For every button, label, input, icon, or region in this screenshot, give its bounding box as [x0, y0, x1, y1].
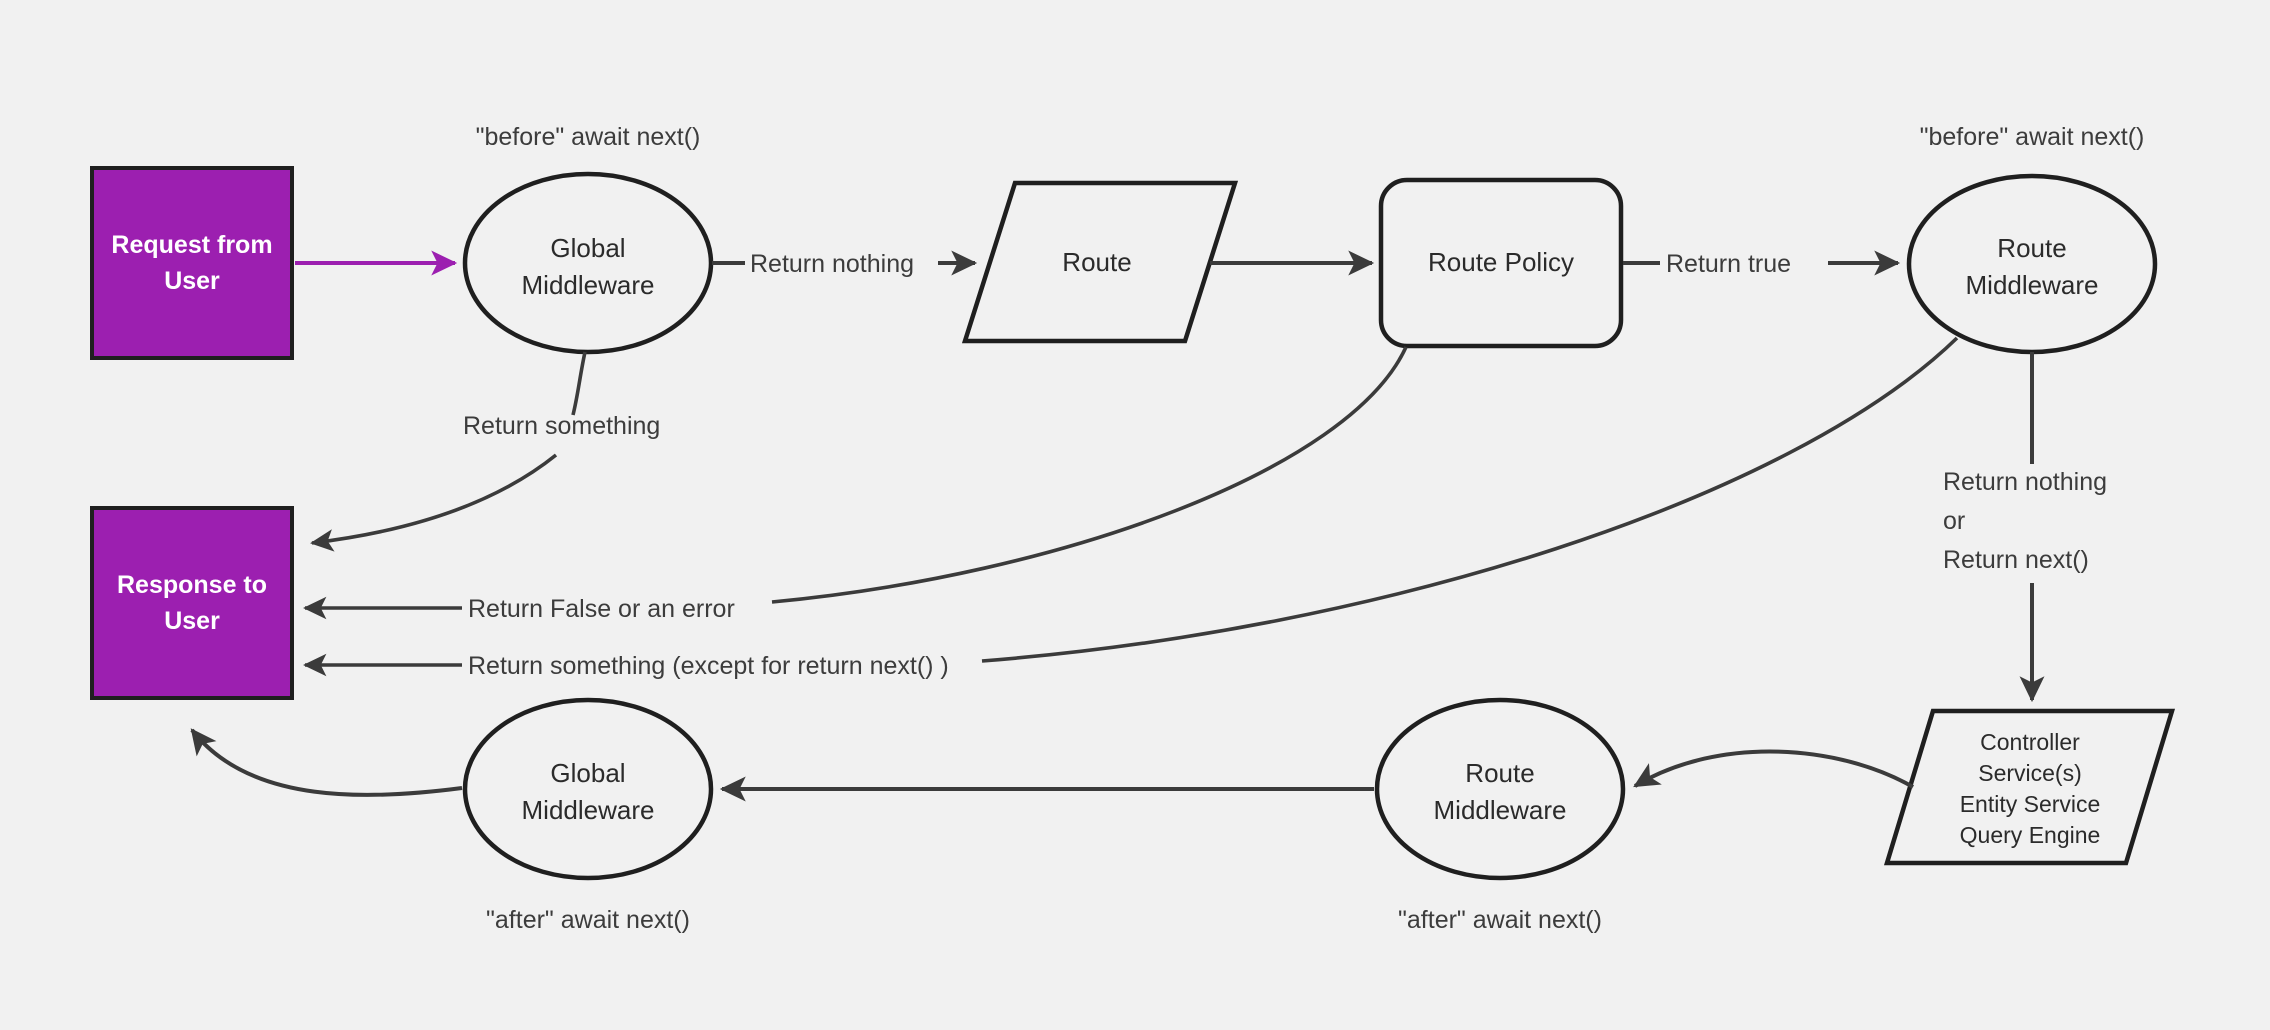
route-middleware-top-label-line2: Middleware	[1966, 270, 2099, 300]
node-route-middleware-top[interactable]	[1906, 173, 2158, 355]
global-middleware-bottom-label-line1: Global	[550, 758, 625, 788]
controller-label-line4: Query Engine	[1960, 822, 2101, 848]
edge-label-return-nothing: Return nothing	[750, 250, 914, 278]
response-label-line1: Response to	[116, 570, 268, 599]
edge-global-middleware-to-response-upper	[571, 351, 587, 416]
route-policy-label: Route Policy	[1428, 247, 1574, 277]
edge-label-or: or	[1943, 507, 1965, 535]
controller-label-line1: Controller	[1980, 729, 2080, 755]
edge-controller-to-route-middleware-bottom	[1633, 749, 1914, 789]
edge-label-return-nothing-2: Return nothing	[1943, 468, 2107, 496]
node-route-policy[interactable]	[1378, 177, 1624, 349]
edge-label-return-false-or-error: Return False or an error	[468, 595, 735, 623]
edge-global-middleware-bottom-to-response	[190, 728, 463, 797]
edge-label-return-next: Return next()	[1943, 546, 2089, 574]
request-label-line1: Request from	[111, 230, 273, 259]
edge-label-return-something-except-next: Return something (except for return next…	[468, 652, 949, 680]
request-label-line2: User	[164, 267, 220, 295]
route-middleware-bottom-label-line1: Route	[1465, 758, 1534, 788]
node-route-middleware-bottom[interactable]	[1374, 697, 1626, 881]
edge-route-policy-to-response-curve	[771, 346, 1408, 604]
node-controller-services[interactable]	[1883, 708, 2176, 866]
route-label: Route	[1062, 247, 1131, 277]
controller-label-line3: Entity Service	[1960, 791, 2101, 817]
node-request-from-user[interactable]: Request from User	[90, 166, 294, 360]
controller-label-line2: Service(s)	[1978, 760, 2082, 786]
node-global-middleware-bottom[interactable]	[462, 697, 714, 881]
global-middleware-bottom-caption: "after" await next()	[486, 906, 690, 934]
response-label-line2: User	[164, 607, 220, 635]
node-route[interactable]	[961, 180, 1239, 344]
edge-route-middleware-to-response-curve	[981, 336, 1959, 663]
global-middleware-top-label-line2: Middleware	[522, 270, 655, 300]
global-middleware-top-caption: "before" await next()	[476, 123, 701, 151]
node-response-to-user[interactable]: Response to User	[90, 506, 294, 700]
route-middleware-bottom-caption: "after" await next()	[1398, 906, 1602, 934]
global-middleware-top-label-line1: Global	[550, 233, 625, 263]
global-middleware-bottom-label-line2: Middleware	[522, 795, 655, 825]
edge-label-return-something-upper: Return something	[463, 412, 660, 440]
edge-global-middleware-to-response-lower	[310, 453, 558, 552]
route-middleware-bottom-label-line2: Middleware	[1434, 795, 1567, 825]
edge-label-return-true: Return true	[1666, 250, 1791, 278]
node-global-middleware-top[interactable]	[462, 171, 714, 355]
route-middleware-top-label-line1: Route	[1997, 233, 2066, 263]
route-middleware-top-caption: "before" await next()	[1920, 123, 2145, 151]
